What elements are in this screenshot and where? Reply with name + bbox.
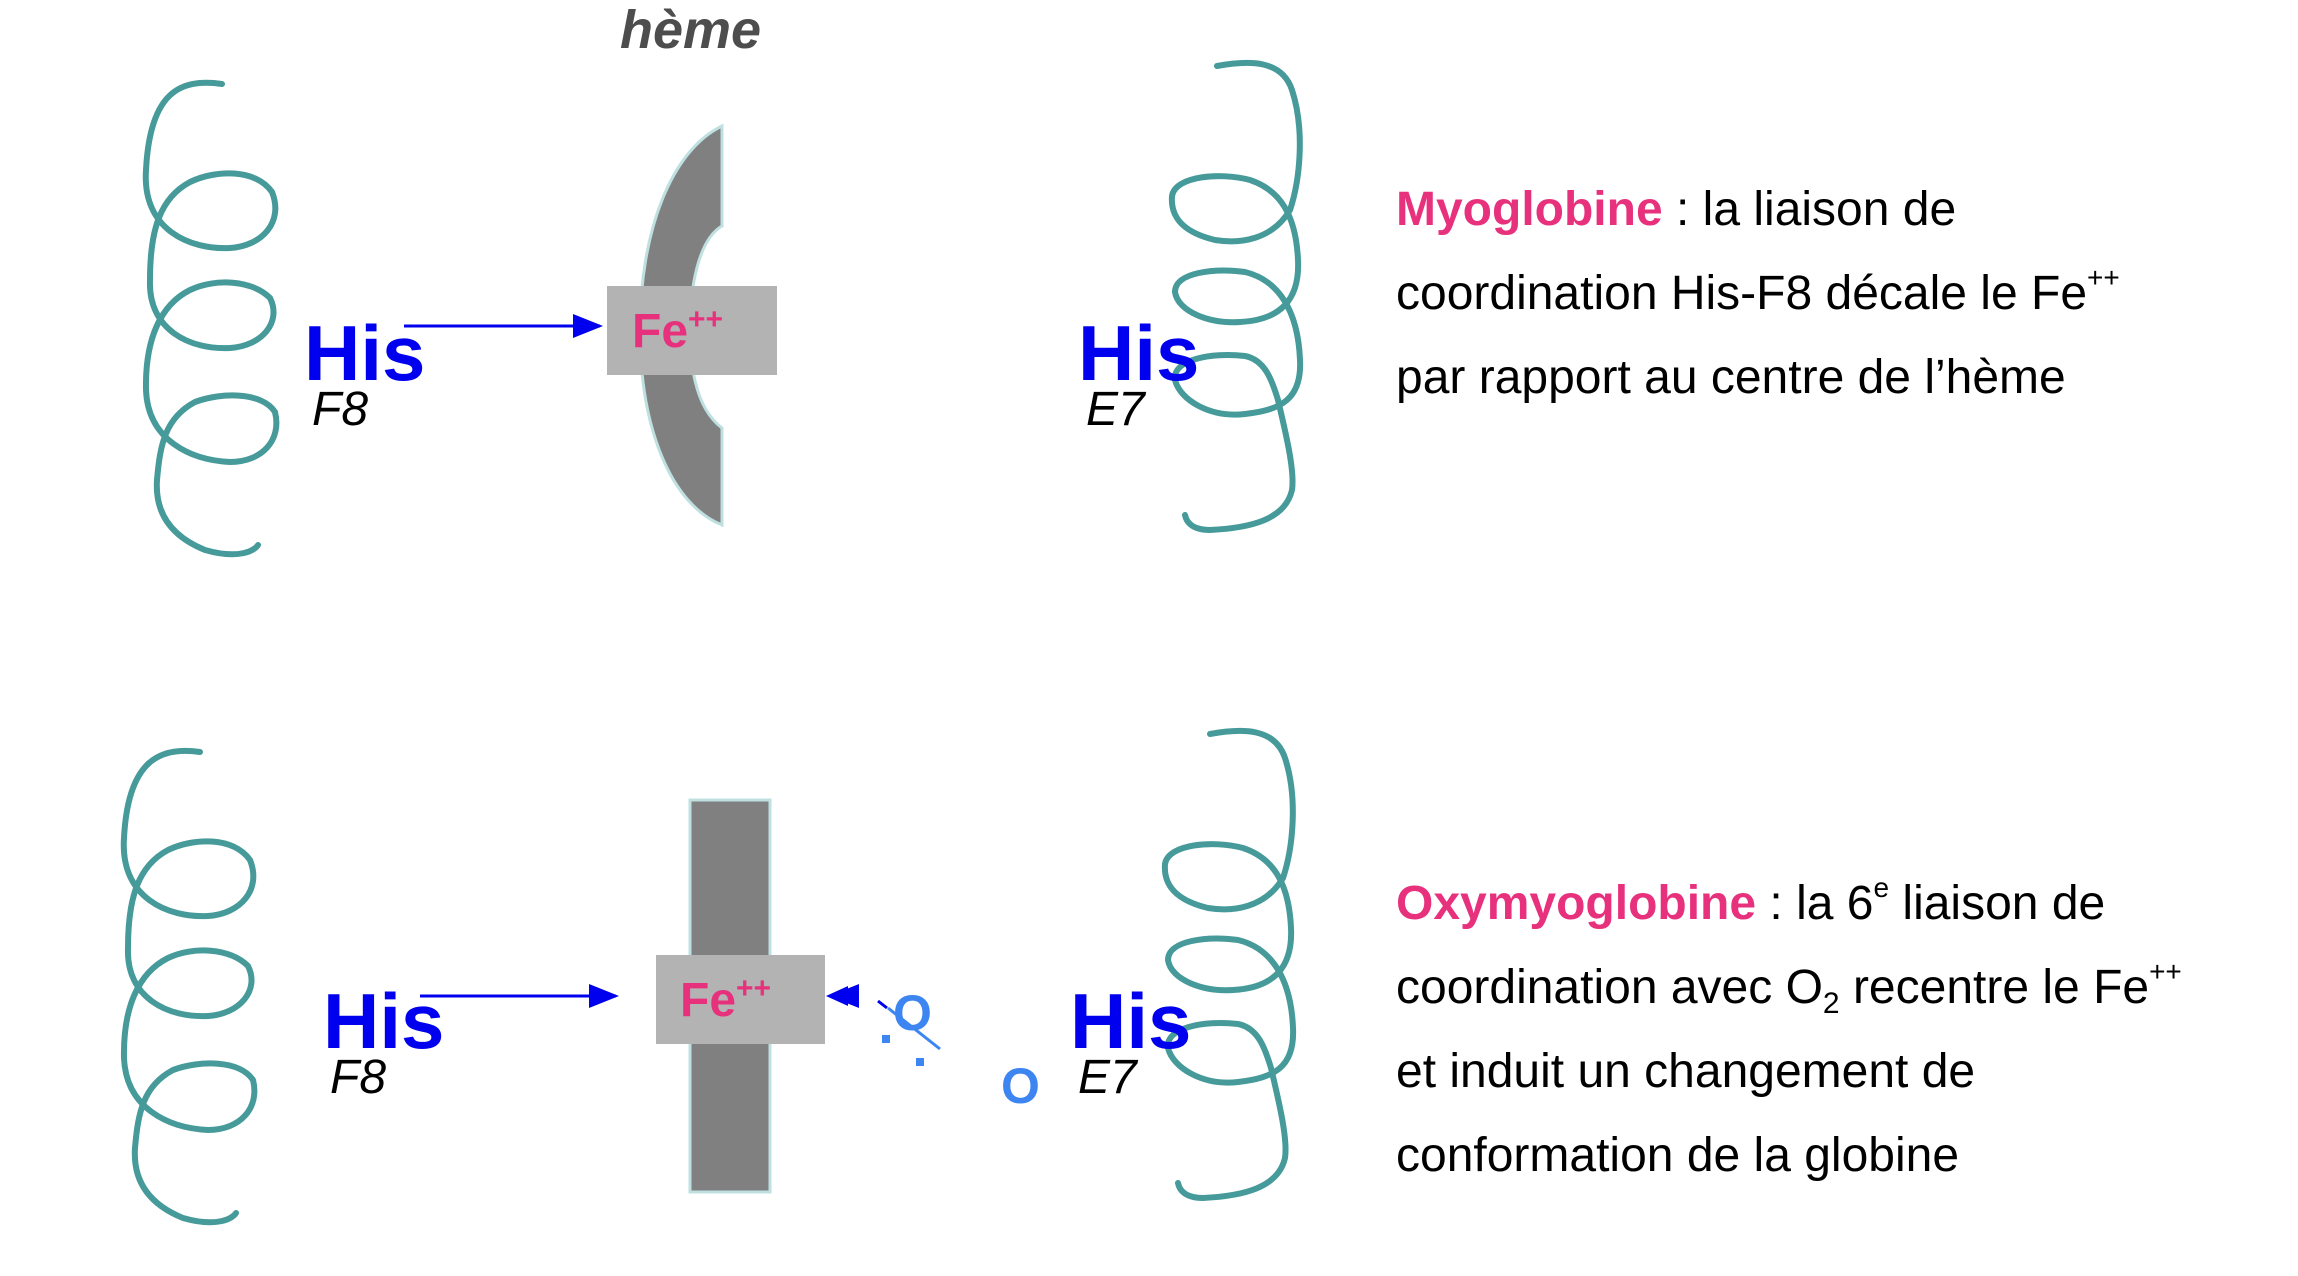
position-e7-top: E7 — [1086, 383, 1147, 436]
his-e7-bottom: His — [1070, 977, 1191, 1065]
oxygen-atom-1: O — [893, 985, 932, 1041]
desc-bottom-line-3: et induit un changement de — [1396, 1045, 1976, 1098]
desc-top-line-3: par rapport au centre de l’hème — [1396, 351, 2066, 404]
position-f8-top: F8 — [312, 383, 368, 436]
his-e7-top: His — [1078, 309, 1199, 397]
fe-label-top: Fe++ — [632, 303, 723, 358]
desc-bottom-line-2-a: coordination avec O — [1396, 961, 1823, 1014]
desc-bottom-line-2-sup: ++ — [2149, 956, 2182, 987]
desc-top-line-2-sup: ++ — [2087, 262, 2120, 293]
arrowhead-o2-fe — [826, 986, 848, 1006]
desc-bottom-line-1-sup: e — [1873, 872, 1890, 903]
desc-bottom-line-1: Oxymyoglobine : la 6e liaison de — [1396, 862, 2182, 946]
o-o-bond — [887, 1006, 941, 1051]
desc-bottom-line-1-mid: : la 6 — [1756, 877, 1874, 930]
desc-bottom-line-2-b: recentre le Fe — [1839, 961, 2150, 1014]
lone-pair-dot-1 — [882, 1035, 890, 1043]
description-oxymyoglobine: Oxymyoglobine : la 6e liaison de coordin… — [1396, 862, 2182, 1198]
oxygen-double-bond — [877, 999, 888, 1010]
term-myoglobine: Myoglobine — [1396, 183, 1663, 236]
desc-top-line-2-text: coordination His-F8 décale le Fe — [1396, 267, 2088, 320]
top-panel: Fe++ His F8 His E7 — [142, 59, 1304, 558]
helix-f-top — [142, 79, 280, 558]
term-oxymyoglobine: Oxymyoglobine — [1396, 877, 1757, 930]
desc-top-line-1: Myoglobine : la liaison de — [1396, 168, 2120, 252]
fe-box-bottom — [656, 955, 825, 1044]
desc-top-line-1-text: : la liaison de — [1662, 183, 1957, 236]
oxygen-atom-2: O — [1001, 1058, 1040, 1114]
fe-label-bottom: Fe++ — [680, 972, 771, 1027]
helix-e-bottom — [1161, 727, 1297, 1201]
desc-bottom-line-4: conformation de la globine — [1396, 1129, 1960, 1182]
description-myoglobine: Myoglobine : la liaison de coordination … — [1396, 168, 2120, 420]
desc-bottom-line-2: coordination avec O2 recentre le Fe++ — [1396, 946, 2182, 1030]
position-f8-bottom: F8 — [330, 1051, 386, 1104]
desc-top-line-2: coordination His-F8 décale le Fe++ — [1396, 252, 2120, 336]
position-e7-bottom: E7 — [1078, 1051, 1139, 1104]
desc-bottom-line-1-rest: liaison de — [1889, 877, 2106, 930]
helix-e-top — [1168, 59, 1304, 533]
lone-pair-dot-2 — [916, 1058, 924, 1066]
fe-box-top — [607, 286, 777, 375]
helix-f-bottom — [120, 747, 258, 1226]
bottom-panel: Fe++ His F8 O O His E7 — [120, 727, 1297, 1226]
heme-label: hème — [620, 0, 761, 60]
desc-bottom-line-2-sub: 2 — [1822, 987, 1840, 1020]
his-f8-bottom: His — [323, 977, 444, 1065]
his-f8-top: His — [304, 309, 425, 397]
